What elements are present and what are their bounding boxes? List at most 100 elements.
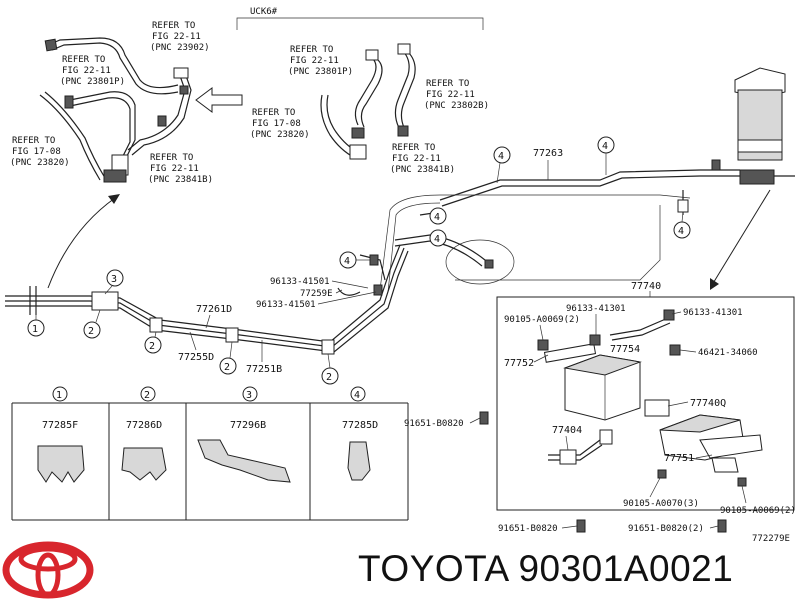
label-77259E: 77259E	[300, 289, 333, 299]
svg-text:FIG 22-11: FIG 22-11	[62, 66, 111, 76]
label-77404: 77404	[552, 425, 582, 436]
svg-text:2: 2	[224, 362, 230, 373]
refer-label-5: REFER TO FIG 22-11 (PNC 23801P)	[288, 45, 353, 77]
svg-text:FIG 22-11: FIG 22-11	[150, 164, 199, 174]
label-91651-B0820-b: 91651-B0820	[498, 524, 558, 534]
label-77740: 77740	[631, 281, 661, 292]
svg-text:REFER TO: REFER TO	[152, 21, 195, 31]
label-77263: 77263	[533, 148, 563, 159]
variant-tag: UCK6#	[250, 7, 278, 17]
svg-text:4: 4	[678, 226, 684, 237]
svg-text:77286D: 77286D	[126, 420, 162, 431]
svg-text:(PNC 23841B): (PNC 23841B)	[148, 175, 213, 185]
refer-label-2: REFER TO FIG 22-11 (PNC 23801P)	[60, 55, 125, 87]
arrow-head-icon	[710, 278, 719, 290]
top-right-canister	[700, 67, 795, 185]
svg-text:(PNC 23801P): (PNC 23801P)	[288, 67, 353, 77]
arrow-head-icon	[108, 194, 120, 204]
svg-text:1: 1	[32, 324, 38, 335]
svg-text:FIG 22-11: FIG 22-11	[426, 90, 475, 100]
label-77251B: 77251B	[246, 364, 282, 375]
refer-label-1: REFER TO FIG 22-11 (PNC 23902)	[150, 21, 210, 53]
refer-label-4: REFER TO FIG 22-11 (PNC 23841B)	[148, 153, 213, 185]
label-91651-B0820-a: 91651-B0820	[404, 419, 464, 429]
figure-code: 772279E	[752, 534, 790, 544]
curved-arrow	[47, 197, 116, 289]
svg-text:4: 4	[434, 234, 440, 245]
legend-item-2: 2 77286D	[121, 386, 167, 481]
callout-3: 3	[104, 269, 124, 295]
svg-text:(PNC 23820): (PNC 23820)	[10, 158, 70, 168]
top-middle-pipes	[320, 43, 416, 160]
svg-text:REFER TO: REFER TO	[392, 143, 435, 153]
label-77752: 77752	[504, 358, 534, 369]
variant-bracket	[236, 17, 484, 30]
svg-text:(PNC 23902): (PNC 23902)	[150, 43, 210, 53]
upper-fuel-line	[379, 169, 701, 293]
svg-text:(PNC 23801P): (PNC 23801P)	[60, 77, 125, 87]
svg-text:REFER TO: REFER TO	[150, 153, 193, 163]
detail-box: 77740 96133-41301 96133-41301	[404, 281, 796, 533]
svg-text:4: 4	[498, 151, 504, 162]
svg-text:(PNC 23802B): (PNC 23802B)	[424, 101, 489, 111]
svg-text:4: 4	[434, 212, 440, 223]
svg-text:4: 4	[354, 390, 360, 401]
label-96133-41501-b: 96133-41501	[256, 300, 316, 310]
legend-item-4: 4 77285D	[342, 386, 378, 481]
svg-text:FIG 17-08: FIG 17-08	[252, 119, 301, 129]
svg-text:REFER TO: REFER TO	[290, 45, 333, 55]
svg-text:FIG 22-11: FIG 22-11	[152, 32, 201, 42]
label-77740Q: 77740Q	[690, 398, 726, 409]
svg-text:FIG 17-08: FIG 17-08	[12, 147, 61, 157]
refer-label-8: REFER TO FIG 22-11 (PNC 23841B)	[390, 143, 455, 175]
svg-text:FIG 22-11: FIG 22-11	[290, 56, 339, 66]
callout-2d: 2	[321, 353, 339, 385]
callout-4d: 4	[429, 229, 447, 247]
callout-4e: 4	[339, 251, 370, 269]
refer-label-3: REFER TO FIG 17-08 (PNC 23820)	[10, 136, 70, 168]
svg-text:77296B: 77296B	[230, 420, 266, 431]
label-77751: 77751	[664, 453, 694, 464]
label-96133-41501-a: 96133-41501	[270, 277, 330, 287]
callout-4c: 4	[429, 207, 447, 225]
callout-4f: 4	[673, 211, 691, 239]
main-fuel-line	[5, 211, 441, 355]
svg-text:(PNC 23820): (PNC 23820)	[250, 130, 310, 140]
label-96133-41301-b: 96133-41301	[683, 308, 743, 318]
detail-arrow	[711, 189, 771, 286]
label-77261D: 77261D	[196, 304, 232, 315]
legend-item-3: 3 77296B	[197, 386, 291, 483]
label-90105-A0069-b: 90105-A0069(2)	[720, 506, 796, 516]
svg-text:REFER TO: REFER TO	[252, 108, 295, 118]
svg-text:1: 1	[56, 390, 62, 401]
callout-4a: 4	[493, 146, 511, 184]
svg-text:3: 3	[246, 390, 252, 401]
label-96133-41301-a: 96133-41301	[566, 304, 626, 314]
callout-4b: 4	[597, 136, 615, 175]
toyota-logo-icon	[2, 541, 94, 599]
svg-text:77285D: 77285D	[342, 420, 378, 431]
svg-text:2: 2	[144, 390, 150, 401]
arrow-left-icon	[195, 87, 243, 113]
callout-1: 1	[27, 306, 45, 337]
label-77255D: 77255D	[178, 352, 214, 363]
svg-text:2: 2	[149, 341, 155, 352]
top-left-pipes	[39, 37, 192, 183]
svg-text:FIG 22-11: FIG 22-11	[392, 154, 441, 164]
svg-text:(PNC 23841B): (PNC 23841B)	[390, 165, 455, 175]
label-46421-34060: 46421-34060	[698, 348, 758, 358]
label-91651-B0820-c: 91651-B0820(2)	[628, 524, 704, 534]
product-title: TOYOTA 90301A0021	[358, 548, 734, 589]
legend-item-1: 1 77285F	[37, 386, 85, 483]
callout-2a: 2	[83, 309, 101, 339]
label-90105-A0070: 90105-A0070(3)	[623, 499, 699, 509]
refer-label-7: REFER TO FIG 17-08 (PNC 23820)	[250, 108, 310, 140]
svg-text:REFER TO: REFER TO	[62, 55, 105, 65]
svg-text:REFER TO: REFER TO	[426, 79, 469, 89]
svg-text:77285F: 77285F	[42, 420, 78, 431]
svg-text:4: 4	[344, 256, 350, 267]
callout-2c: 2	[219, 341, 237, 375]
svg-text:2: 2	[326, 372, 332, 383]
refer-label-6: REFER TO FIG 22-11 (PNC 23802B)	[424, 79, 489, 111]
